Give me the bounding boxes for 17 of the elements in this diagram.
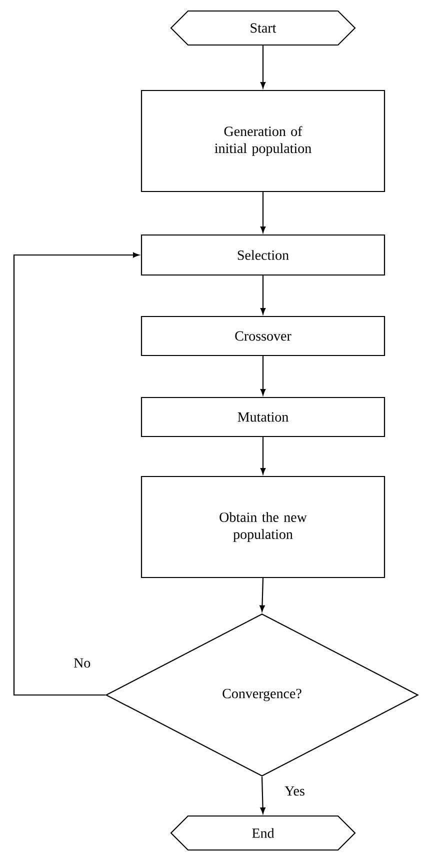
process-box: Obtain the new population [140,476,386,578]
process-box: Generation of initial population [140,90,386,192]
process-box: Selection [140,234,386,276]
terminal-hexagon: Start [170,10,356,46]
arrow [260,356,266,396]
process-box: Crossover [140,316,386,356]
arrow [260,437,266,474]
arrow [260,276,266,314]
arrow [260,46,266,88]
terminal-hexagon: End [170,815,356,851]
arrow [260,578,265,612]
arrow [13,252,140,696]
edge-label: Yes [284,785,306,797]
arrow [260,776,266,814]
edge-label: No [72,657,92,669]
process-box: Mutation [140,396,386,438]
arrow [260,192,266,233]
